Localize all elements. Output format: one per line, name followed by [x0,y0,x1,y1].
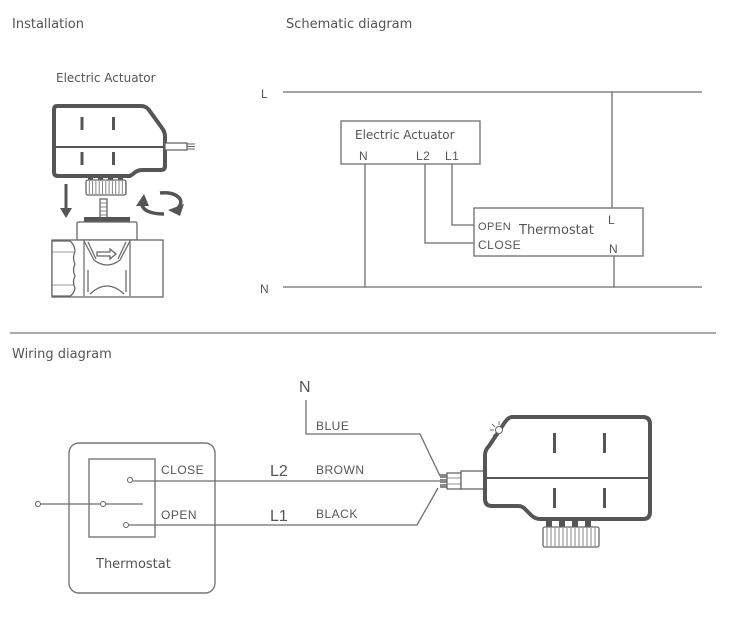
schematic-terminal-l2: L2 [416,149,430,163]
wiring-thermostat-label: Thermostat [95,557,171,572]
rotate-icon [136,190,184,216]
actuator-mark [112,152,115,165]
wiring-actuator [440,415,652,548]
wiring-actuator-knob [542,526,600,548]
wiring-thermostat-switch [88,458,156,538]
schematic-wire-l1 [451,164,474,226]
schematic-close-label: CLOSE [478,238,521,252]
wiring-section: Wiring diagram CLOSE OPEN Thermostat N B… [12,347,652,594]
installation-section: Installation Electric Actuator [12,17,195,298]
valve-nut [51,240,76,297]
close-terminal [127,477,133,483]
flow-arrow-icon [96,247,118,261]
wire-blue [305,400,441,477]
valve [51,198,164,298]
schematic-neutral-label: N [260,282,269,296]
schematic-terminal-l1: L1 [445,149,459,163]
common-terminal [100,501,106,507]
valve-stem [99,198,108,220]
wire-brown-label: BROWN [316,463,365,477]
schematic-thermostat-l: L [608,213,615,227]
wiring-neutral-label: N [299,379,311,396]
actuator-mark [112,117,115,130]
schematic-open-label: OPEN [478,221,511,233]
schematic-actuator-box [340,120,481,165]
schematic-thermostat-box [473,207,644,257]
schematic-thermostat-n: N [609,242,618,256]
down-arrow-icon [60,184,72,218]
wiring-open-label: OPEN [161,508,197,522]
wiring-cable [460,470,485,490]
installation-title: Installation [12,17,84,32]
wire-brown-terminal: L2 [270,463,288,480]
wire-blue-label: BLUE [316,419,349,433]
schematic-title: Schematic diagram [286,17,412,32]
wire-black [129,487,439,526]
actuator-mark [80,152,84,165]
installation-actuator [52,104,195,196]
schematic-actuator-label: Electric Actuator [355,128,455,142]
open-terminal [123,522,129,528]
actuator-mark [80,117,84,130]
schematic-thermostat-label: Thermostat [518,223,594,238]
schematic-section: Schematic diagram L N Electric Actuator … [260,17,702,296]
input-terminal [35,501,41,507]
installation-actuator-label: Electric Actuator [56,71,156,85]
wiring-actuator-housing [483,415,652,521]
actuator-housing [52,104,167,178]
wire-black-terminal: L1 [270,508,288,525]
schematic-wire-l2 [424,164,474,244]
wiring-cable-sleeve [446,472,462,490]
wire-black-label: BLACK [316,507,358,521]
actuator-knob [85,179,127,196]
indicator-light-icon [490,421,506,437]
wiring-close-label: CLOSE [161,463,204,477]
wiring-title: Wiring diagram [12,347,112,362]
schematic-terminal-n: N [359,149,368,163]
valve-bonnet [76,221,138,241]
schematic-line-label: L [261,87,268,101]
actuator-cable [164,142,188,151]
